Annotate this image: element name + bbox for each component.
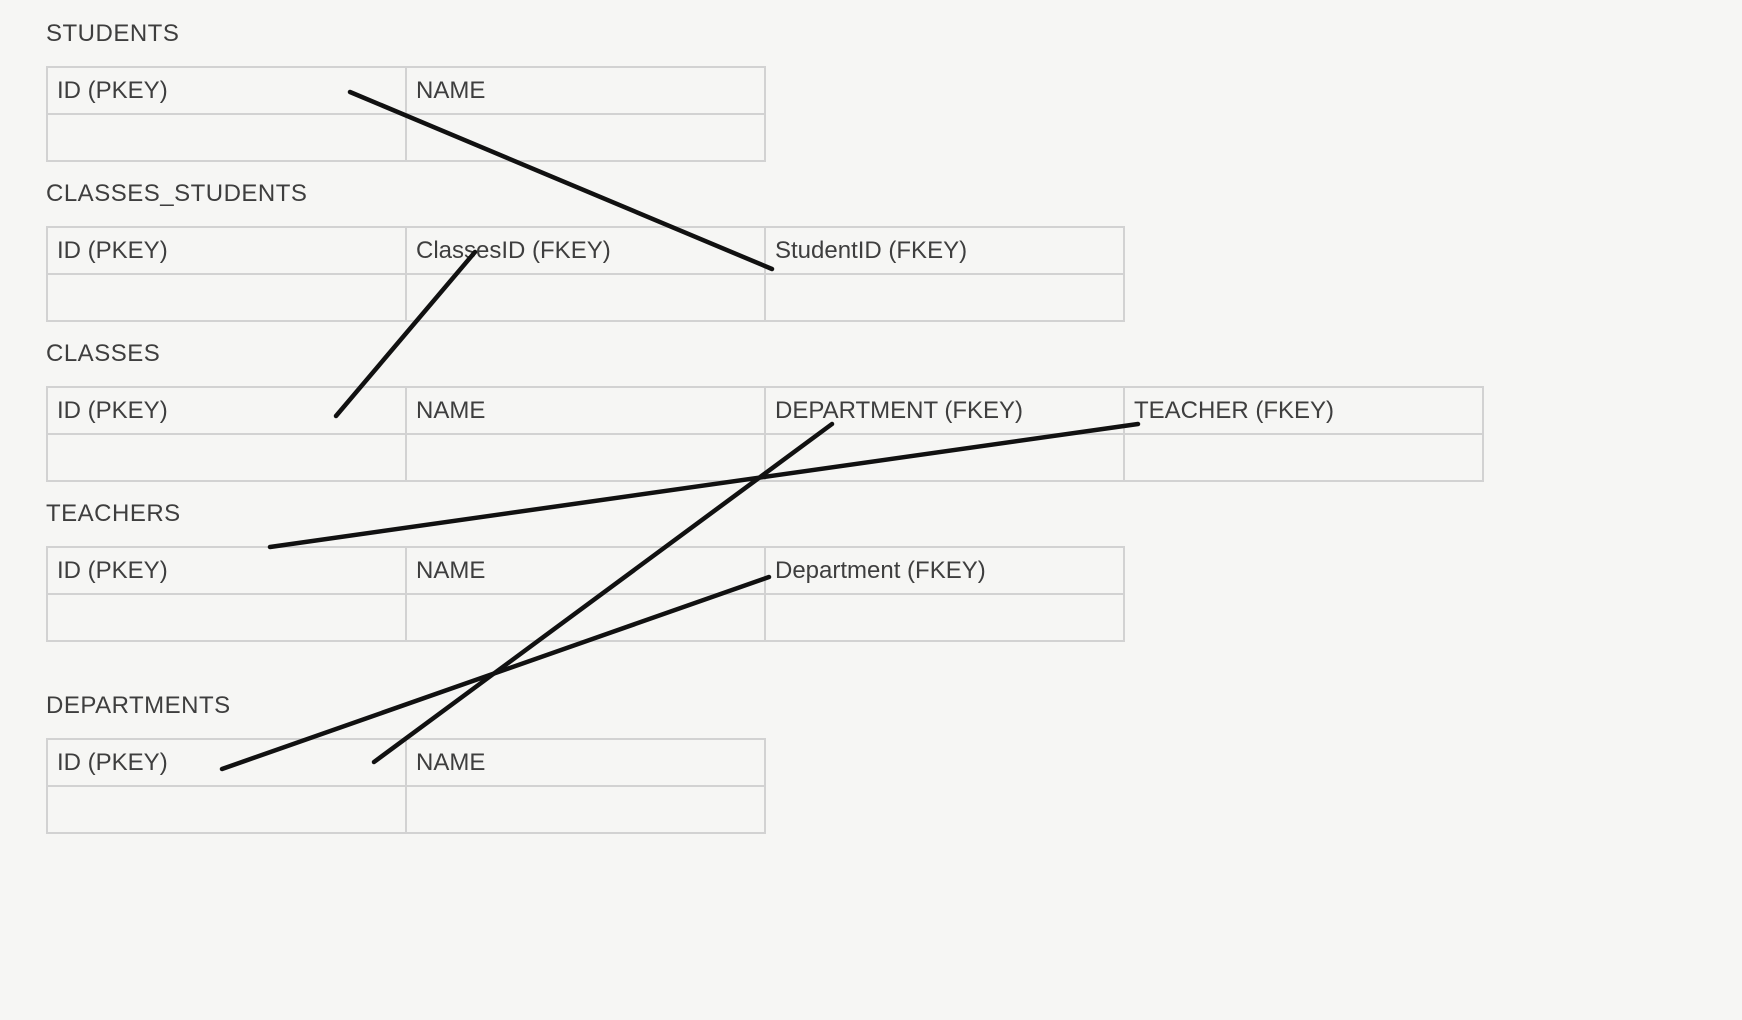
classes-students-table: ID (PKEY) ClassesID (FKEY) StudentID (FK… [46,226,1125,322]
table-title-departments: DEPARTMENTS [46,692,231,719]
column-header[interactable]: NAME [405,738,766,787]
column-header[interactable]: DEPARTMENT (FKEY) [764,386,1125,435]
column-header[interactable]: ID (PKEY) [46,66,407,115]
students-table: ID (PKEY) NAME [46,66,766,162]
classes-table: ID (PKEY) NAME DEPARTMENT (FKEY) TEACHER… [46,386,1484,482]
empty-cell[interactable] [405,113,766,162]
empty-cell[interactable] [46,593,407,642]
empty-cell[interactable] [405,433,766,482]
table-title-classes: CLASSES [46,340,161,367]
empty-cell[interactable] [46,273,407,322]
column-header[interactable]: NAME [405,386,766,435]
table-empty-row [46,593,1125,642]
column-header[interactable]: StudentID (FKEY) [764,226,1125,275]
column-header[interactable]: ID (PKEY) [46,226,407,275]
table-title-teachers: TEACHERS [46,500,181,527]
empty-cell[interactable] [764,273,1125,322]
table-header-row: ID (PKEY) NAME [46,66,766,115]
empty-cell[interactable] [46,433,407,482]
table-title-classes-students: CLASSES_STUDENTS [46,180,308,207]
table-title-students: STUDENTS [46,20,180,47]
empty-cell[interactable] [1123,433,1484,482]
teachers-table: ID (PKEY) NAME Department (FKEY) [46,546,1125,642]
column-header[interactable]: TEACHER (FKEY) [1123,386,1484,435]
column-header[interactable]: NAME [405,546,766,595]
table-header-row: ID (PKEY) NAME Department (FKEY) [46,546,1125,595]
column-header[interactable]: Department (FKEY) [764,546,1125,595]
empty-cell[interactable] [405,785,766,834]
column-header[interactable]: NAME [405,66,766,115]
table-empty-row [46,785,766,834]
column-header[interactable]: ID (PKEY) [46,738,407,787]
column-header[interactable]: ID (PKEY) [46,546,407,595]
table-header-row: ID (PKEY) NAME DEPARTMENT (FKEY) TEACHER… [46,386,1484,435]
empty-cell[interactable] [405,273,766,322]
empty-cell[interactable] [46,113,407,162]
empty-cell[interactable] [764,593,1125,642]
table-empty-row [46,433,1484,482]
table-header-row: ID (PKEY) ClassesID (FKEY) StudentID (FK… [46,226,1125,275]
column-header[interactable]: ID (PKEY) [46,386,407,435]
table-header-row: ID (PKEY) NAME [46,738,766,787]
empty-cell[interactable] [764,433,1125,482]
empty-cell[interactable] [405,593,766,642]
table-empty-row [46,113,766,162]
column-header[interactable]: ClassesID (FKEY) [405,226,766,275]
empty-cell[interactable] [46,785,407,834]
departments-table: ID (PKEY) NAME [46,738,766,834]
table-empty-row [46,273,1125,322]
